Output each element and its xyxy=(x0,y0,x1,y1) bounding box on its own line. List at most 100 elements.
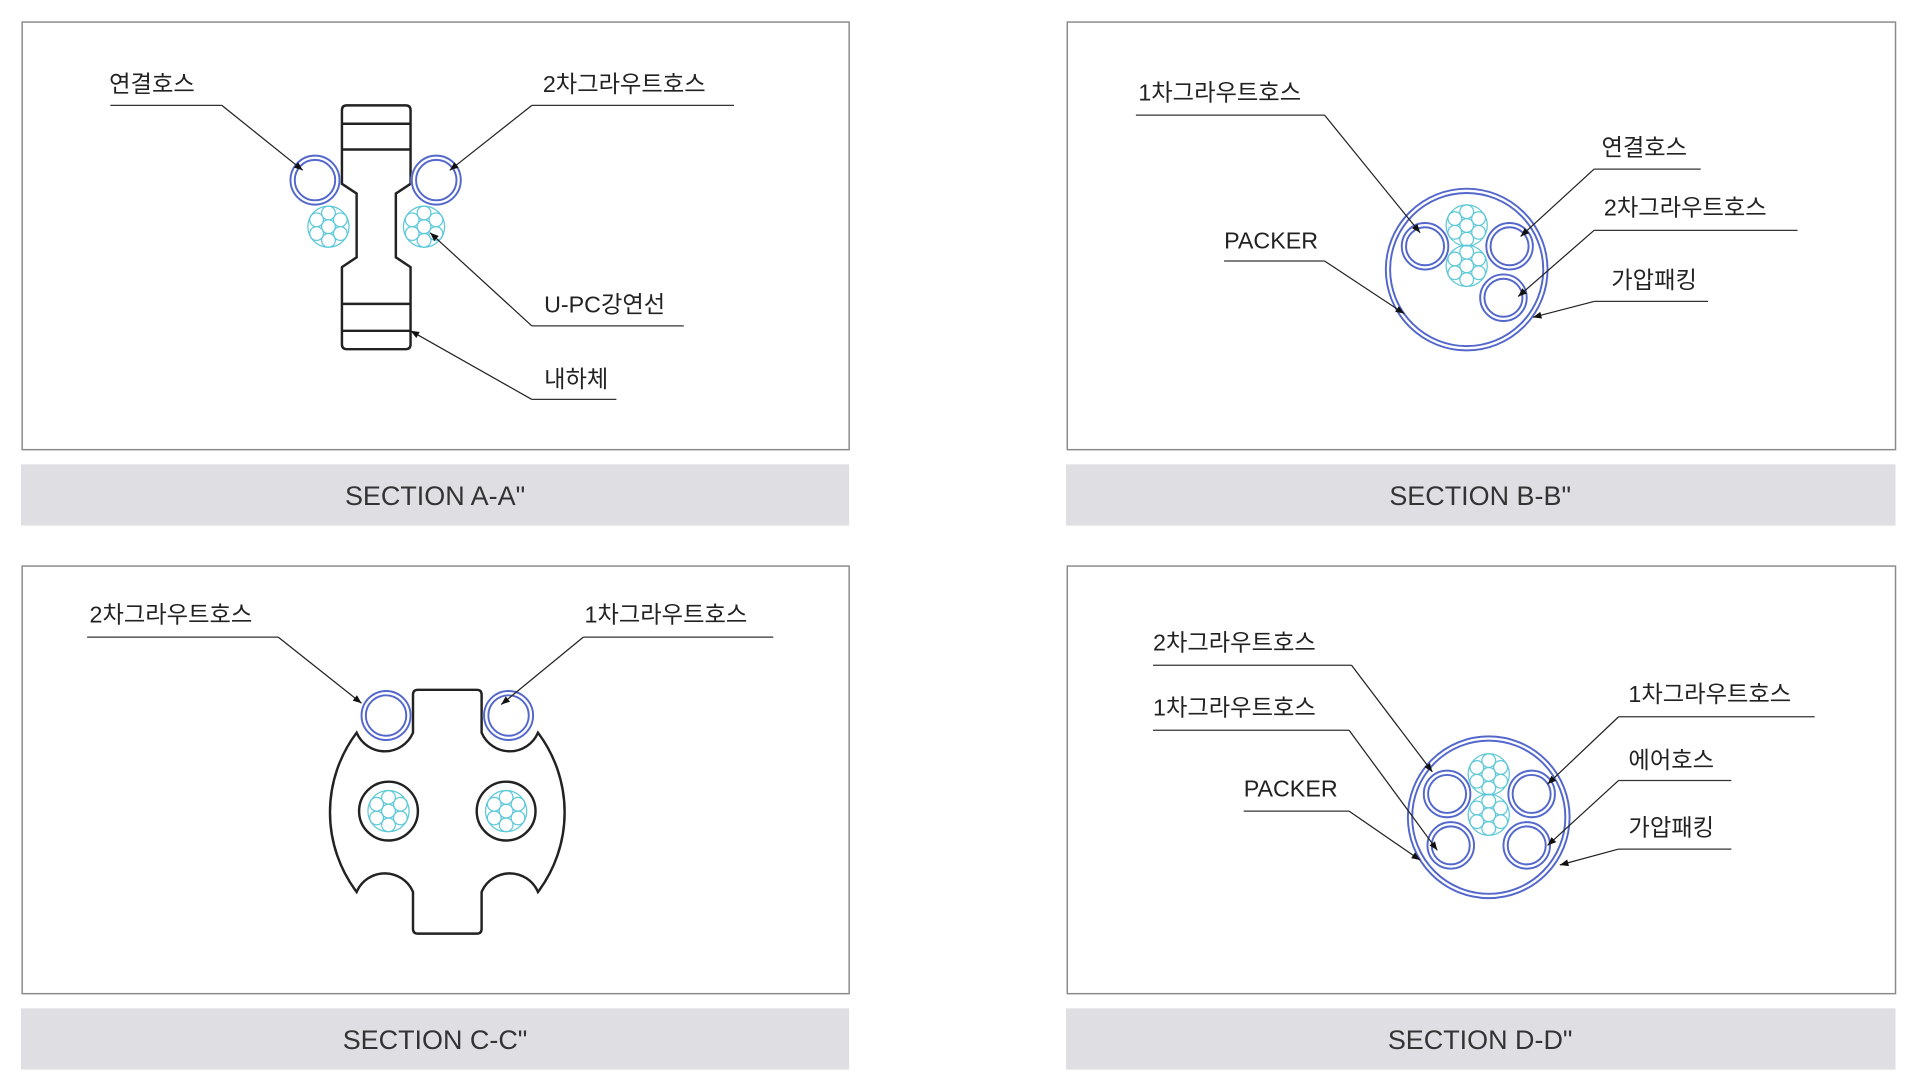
hose-outline xyxy=(1426,821,1476,870)
strand-outline xyxy=(510,810,526,826)
hose xyxy=(1507,769,1557,819)
callout-label: 2차그라우트호스 xyxy=(90,601,253,627)
callout-label: 내하체 xyxy=(544,366,608,392)
strand-bundle xyxy=(367,789,410,833)
hose-outline xyxy=(289,154,341,206)
hose-outline xyxy=(483,690,535,742)
hose xyxy=(1478,273,1528,323)
callout-label: 2차그라우트호스 xyxy=(1604,195,1767,221)
hose-outline xyxy=(415,158,458,202)
callout-label: 가압패킹 xyxy=(1628,815,1714,841)
hose-outline xyxy=(1427,773,1468,814)
strand-outline xyxy=(1459,244,1475,260)
callout-label: U-PC강연선 xyxy=(544,291,665,317)
strand-outline xyxy=(498,789,514,805)
strand-outline xyxy=(1447,265,1463,281)
hose xyxy=(1502,820,1552,870)
callout-label: 가압패킹 xyxy=(1611,267,1697,293)
callout: 연결호스 xyxy=(1520,135,1701,237)
strand-outline xyxy=(1481,793,1497,809)
hose-outline xyxy=(1389,191,1545,348)
hose-outline xyxy=(1411,739,1567,895)
hose xyxy=(360,689,412,742)
section-title: SECTION B-B" xyxy=(1389,481,1571,511)
callout: 2차그라우트호스 xyxy=(1517,195,1798,297)
callout-label: PACKER xyxy=(1224,228,1318,254)
callout-label: 2차그라우트호스 xyxy=(543,71,706,97)
callout: 1차그라우트호스 xyxy=(1135,79,1421,234)
strand-outline xyxy=(498,817,514,833)
callout: 2차그라우트호스 xyxy=(87,601,362,704)
load-body xyxy=(328,688,566,935)
hose-outline xyxy=(1507,769,1556,819)
strand-outline xyxy=(416,205,432,221)
callout: 에어호스 xyxy=(1547,747,1732,846)
panel-section-d: SECTION D-D" 2차그라우트호스 1차그라우트호스 PACKER 1차… xyxy=(1066,565,1897,1070)
section-title: SECTION D-D" xyxy=(1388,1025,1573,1055)
callout: 내하체 xyxy=(410,330,617,401)
callout: 2차그라우트호스 xyxy=(1153,630,1433,773)
strand-outline xyxy=(1469,773,1485,789)
hose-outline xyxy=(1405,226,1446,267)
strand-outline xyxy=(1459,231,1475,247)
callout: PACKER xyxy=(1224,228,1405,315)
strand-bundle xyxy=(1445,204,1488,247)
hose-outline xyxy=(1506,825,1547,866)
hose-outline xyxy=(293,158,337,202)
callout-label: 1차그라우트호스 xyxy=(1153,695,1316,721)
callout-label: 연결호스 xyxy=(1601,135,1687,161)
strand-outline xyxy=(1469,814,1485,830)
panel-section-a: SECTION A-A" 연결호스 2차그라우트호스 U-PC강연선 내하체 xyxy=(20,21,850,526)
callout: 1차그라우트호스 xyxy=(1547,681,1815,785)
strand-bundle xyxy=(1445,244,1488,288)
hose xyxy=(289,154,341,206)
strand-outline xyxy=(486,810,502,826)
hose xyxy=(482,689,535,742)
title-bar xyxy=(20,1008,850,1070)
callout: PACKER xyxy=(1243,775,1421,861)
strand-outline xyxy=(404,226,420,242)
callout-label: 연결호스 xyxy=(109,71,195,97)
strand-outline xyxy=(381,789,396,805)
title-bar xyxy=(20,464,850,526)
packer-ring xyxy=(1406,735,1571,900)
strand-outline xyxy=(1459,272,1475,288)
strand-outline xyxy=(392,810,408,826)
callout: 1차그라우트호스 xyxy=(1153,695,1438,851)
hose-outline xyxy=(1406,735,1571,900)
strand-outline xyxy=(1481,821,1497,836)
strand-bundle xyxy=(1467,753,1510,796)
strand-outline xyxy=(309,226,325,242)
callout-label: 1차그라우트호스 xyxy=(1628,681,1791,707)
hose xyxy=(1426,820,1476,870)
callout-label: 1차그라우트호스 xyxy=(585,601,748,627)
strand-outline xyxy=(1459,204,1475,220)
load-body xyxy=(340,104,412,351)
strand-outline xyxy=(320,232,336,248)
strand-bundle xyxy=(307,205,350,248)
callout: 가압패킹 xyxy=(1559,815,1732,867)
section-title: SECTION A-A" xyxy=(345,481,525,511)
strand-outline xyxy=(1481,780,1497,796)
strand-outline xyxy=(369,810,385,826)
drawing-frame xyxy=(1066,21,1897,451)
hose-outline xyxy=(364,694,408,737)
section-title: SECTION C-C" xyxy=(343,1025,528,1055)
hose-outline xyxy=(1502,821,1551,870)
callout: 1차그라우트호스 xyxy=(500,601,774,705)
title-bar xyxy=(1066,1008,1896,1070)
drawing-frame xyxy=(1066,565,1897,995)
hose-outline xyxy=(360,690,412,742)
callout-label: PACKER xyxy=(1244,775,1338,801)
strand-outline xyxy=(1447,224,1463,240)
panel-section-b: SECTION B-B" 1차그라우트호스 연결호스 2차그라우트호스 가압패킹… xyxy=(1066,21,1897,526)
packer-ring xyxy=(1384,187,1549,352)
callout: 연결호스 xyxy=(109,71,304,171)
callout-label: 에어호스 xyxy=(1628,747,1714,773)
strand-outline xyxy=(332,226,348,242)
hose-outline xyxy=(410,154,462,206)
strand-bundle xyxy=(484,789,528,833)
strand-outline xyxy=(381,817,396,833)
title-bar xyxy=(1066,464,1896,526)
